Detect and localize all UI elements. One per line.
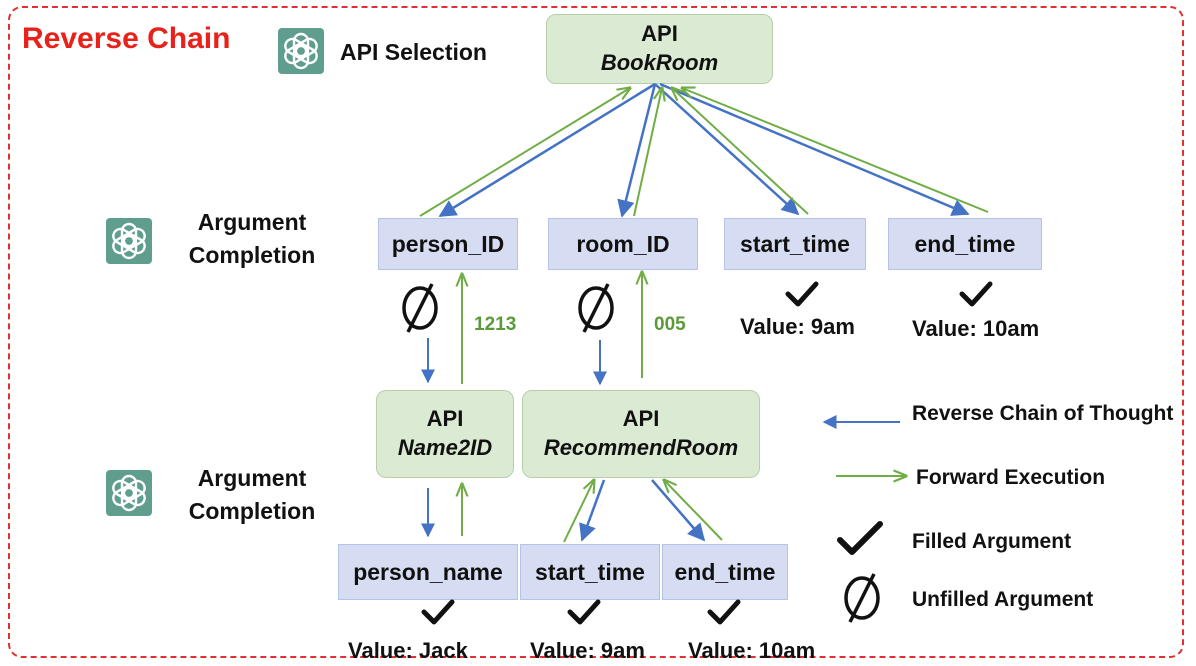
value-end-time-2: Value: 10am (688, 638, 816, 663)
api-name-label: Name2ID (397, 435, 493, 460)
check-icon (421, 599, 455, 625)
legend-reverse-label: Reverse Chain of Thought (912, 402, 1174, 425)
arrow-forward (682, 88, 989, 213)
legend-unfilled-icon (844, 573, 880, 623)
api-kind-label: API (426, 406, 464, 432)
arg-room-id: room_ID (548, 218, 698, 270)
arrow-reverse (617, 83, 657, 218)
check-icon (707, 599, 741, 625)
arrow-forward (672, 88, 809, 215)
returned-value-person-id: 1213 (474, 314, 517, 335)
value-start-time: Value: 9am (740, 314, 855, 339)
api-recommendroom: API RecommendRoom (522, 390, 760, 478)
reverse-chain-frame (8, 6, 1184, 658)
value-start-time-2: Value: 9am (530, 638, 645, 663)
diagram-title: Reverse Chain (22, 22, 231, 55)
arrow-reverse (651, 479, 706, 542)
openai-logo-icon (106, 218, 152, 264)
arg-person-name: person_name (338, 544, 518, 600)
arrow-forward (633, 88, 662, 217)
legend-unfilled-label: Unfilled Argument (912, 588, 1094, 611)
check-icon (785, 281, 819, 307)
arrow-reverse (438, 82, 656, 218)
arrow-reverse (579, 479, 606, 542)
value-end-time: Value: 10am (912, 316, 1040, 341)
openai-logo-icon (278, 28, 324, 74)
stage-api-selection: API Selection (340, 39, 487, 65)
api-name2id: API Name2ID (376, 390, 514, 478)
stage-argument-completion-2: Argument Completion (188, 465, 316, 525)
check-icon (567, 599, 601, 625)
check-icon (959, 281, 993, 307)
openai-logo-icon (106, 470, 152, 516)
arrow-reverse (654, 83, 800, 216)
api-name-label: BookRoom (600, 50, 719, 75)
arrow-forward (664, 480, 723, 541)
arg-end-time: end_time (888, 218, 1042, 270)
legend-check-icon (837, 521, 883, 555)
api-name-label: RecommendRoom (543, 435, 739, 460)
value-person-name: Value: Jack (348, 638, 468, 663)
arrow-forward (419, 88, 630, 217)
legend-filled-label: Filled Argument (912, 530, 1072, 553)
unfilled-icon (578, 283, 614, 333)
returned-value-room-id: 005 (654, 314, 686, 335)
arg-start-time-2: start_time (520, 544, 660, 600)
unfilled-icon (402, 283, 438, 333)
legend-forward-label: Forward Execution (916, 466, 1106, 489)
api-kind-label: API (641, 21, 678, 47)
arrow-reverse (659, 82, 970, 216)
arg-end-time-2: end_time (662, 544, 788, 600)
api-kind-label: API (622, 406, 660, 432)
arg-start-time: start_time (724, 218, 866, 270)
arrow-forward (563, 480, 594, 543)
stage-argument-completion-1: Argument Completion (188, 209, 316, 269)
api-bookroom: API BookRoom (546, 14, 773, 84)
arg-person-id: person_ID (378, 218, 518, 270)
